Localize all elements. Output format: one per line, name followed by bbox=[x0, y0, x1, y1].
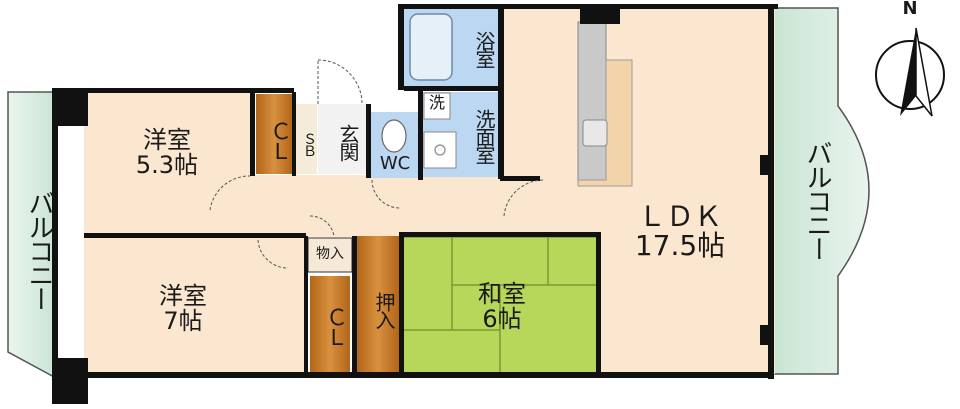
compass-north-label: N bbox=[902, 0, 918, 19]
yoshitsu2-size: 7帖 bbox=[163, 307, 203, 336]
toilet-icon bbox=[381, 119, 407, 153]
genkan-floor bbox=[318, 104, 366, 174]
ldk-name: ＬＤＫ bbox=[637, 200, 722, 233]
hallway-floor bbox=[254, 175, 500, 237]
balcony-right bbox=[772, 7, 870, 375]
washitsu-size: 6帖 bbox=[482, 305, 522, 334]
yoshitsu2-label: 洋室 7帖 bbox=[128, 282, 238, 336]
ldk-label: ＬＤＫ 17.5帖 bbox=[610, 202, 750, 261]
washbasin-icon bbox=[423, 131, 457, 169]
sen-label: 洗 bbox=[428, 93, 445, 112]
sink-icon bbox=[582, 119, 608, 147]
sb-label: ＳＢ bbox=[301, 132, 317, 156]
ldk-size: 17.5帖 bbox=[634, 229, 726, 263]
yoshitsu2-floor bbox=[84, 238, 304, 378]
yoshitsu2-name: 洋室 bbox=[159, 282, 207, 310]
oshiire-fill bbox=[357, 236, 399, 374]
cl2-label: ＣＬ bbox=[322, 306, 347, 346]
cl1-label: ＣＬ bbox=[266, 120, 291, 160]
senmenshitsu-label: 洗面室 bbox=[472, 109, 496, 163]
cl2-fill bbox=[310, 276, 350, 374]
balcony-left-label: バルコニー bbox=[24, 190, 54, 310]
monoire-fill bbox=[307, 237, 353, 273]
sb-floor bbox=[295, 104, 317, 174]
washitsu-label: 和室 6帖 bbox=[452, 280, 552, 334]
balcony-right-label: バルコニー bbox=[802, 140, 832, 260]
yoshitsu1-name: 洋室 bbox=[143, 126, 191, 154]
bathtub-icon bbox=[409, 13, 453, 81]
yokushitsu-label: 浴室 bbox=[472, 31, 496, 67]
oshiire-label: 押入 bbox=[372, 292, 396, 328]
cl1-fill bbox=[256, 94, 292, 174]
compass-icon bbox=[875, 27, 945, 117]
yoshitsu1-label: 洋室 5.3帖 bbox=[112, 126, 222, 180]
genkan-label: 玄関 bbox=[336, 124, 360, 160]
washitsu-name: 和室 bbox=[478, 280, 526, 308]
kitchen-island bbox=[577, 59, 633, 187]
wc-label: WC bbox=[379, 153, 411, 174]
yoshitsu1-floor bbox=[84, 92, 254, 234]
monoire-label: 物入 bbox=[316, 246, 344, 262]
kitchen-counter bbox=[577, 21, 607, 181]
washing-spot bbox=[423, 92, 451, 120]
yoshitsu1-size: 5.3帖 bbox=[135, 151, 199, 180]
